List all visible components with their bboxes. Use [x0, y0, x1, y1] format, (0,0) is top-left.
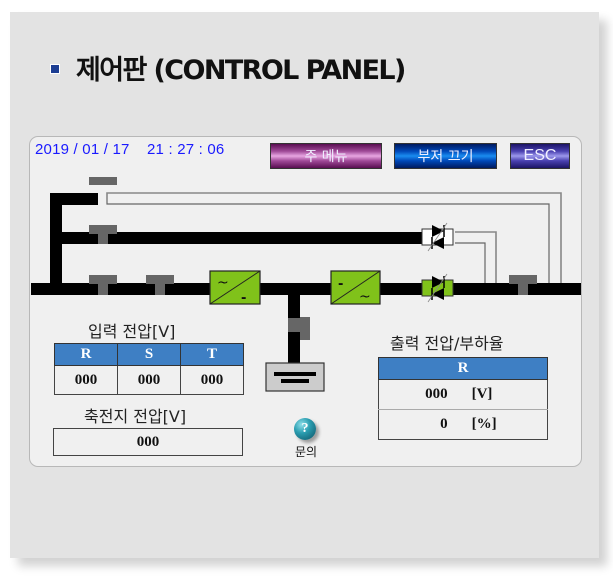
datetime-display: 2019 / 01 / 17 21 : 27 : 06	[35, 141, 225, 158]
input-voltage-label: 입력 전압[V]	[88, 322, 176, 341]
inverter-ac-symbol: ~	[359, 289, 371, 305]
output-load-unit: [%]	[459, 409, 548, 440]
input-header-t: T	[180, 343, 244, 366]
input-value-t: 000	[180, 365, 244, 395]
esc-button[interactable]: ESC	[510, 143, 570, 169]
bypass-static-switch[interactable]	[421, 222, 454, 252]
output-label: 출력 전압/부하율	[390, 334, 504, 353]
inverter-dc-symbol: -	[338, 277, 343, 292]
output-voltage-value: 000	[377, 379, 460, 410]
output-voltage-unit: [V]	[459, 379, 548, 410]
help-icon: ?	[294, 418, 316, 440]
breaker-input-2[interactable]	[146, 275, 174, 295]
output-load-value: 0	[377, 409, 460, 440]
breaker-top[interactable]	[89, 177, 117, 185]
input-voltage-table: R S T 000 000 000	[54, 343, 244, 395]
breaker-input-1[interactable]	[89, 275, 117, 295]
buzzer-off-button[interactable]: 부저 끄기	[394, 143, 497, 169]
help-button[interactable]: ? 문의	[292, 418, 324, 464]
rectifier-ac-symbol: ~	[217, 275, 229, 291]
input-header-s: S	[117, 343, 181, 366]
rectifier-dc-symbol: -	[241, 291, 246, 306]
page-title-text: 제어판 (CONTROL PANEL)	[76, 55, 406, 86]
output-header-r: R	[378, 357, 548, 380]
title-bullet-icon	[50, 63, 60, 74]
battery-icon[interactable]	[265, 362, 325, 392]
battery-voltage-value: 000	[53, 428, 243, 456]
bypass-signal-lines	[106, 192, 562, 284]
help-label: 문의	[295, 445, 318, 459]
battery-voltage-label: 축전지 전압[V]	[84, 407, 187, 426]
breaker-bypass[interactable]	[89, 225, 117, 244]
input-value-s: 000	[117, 365, 181, 395]
breaker-battery[interactable]	[288, 317, 310, 340]
input-header-r: R	[54, 343, 118, 366]
output-table: R 000 [V] 0 [%]	[377, 357, 548, 440]
input-value-r: 000	[54, 365, 118, 395]
rectifier-block[interactable]: ~ -	[209, 270, 261, 306]
breaker-output[interactable]	[509, 275, 537, 295]
main-menu-button[interactable]: 주 메뉴	[270, 143, 382, 169]
inverter-block[interactable]: - ~	[330, 270, 381, 305]
page-title: 제어판 (CONTROL PANEL)	[50, 48, 406, 87]
inverter-static-switch[interactable]	[421, 273, 454, 303]
